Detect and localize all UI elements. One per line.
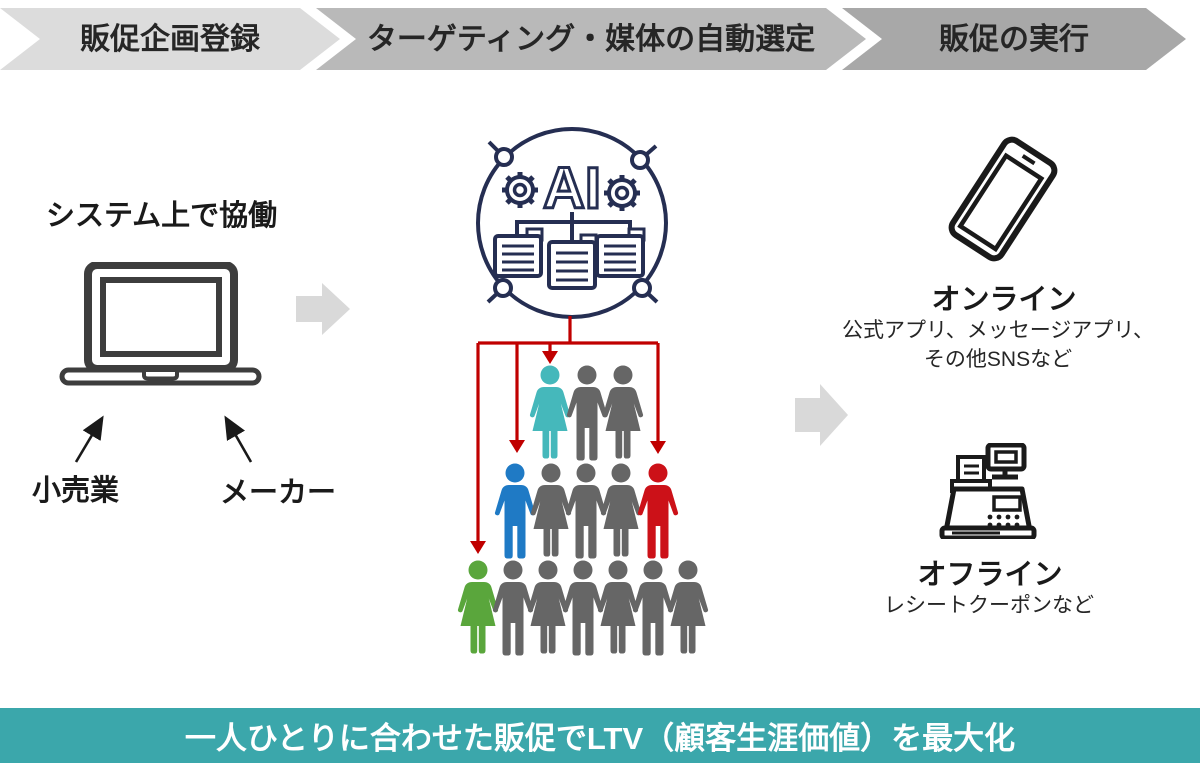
block-arrow-right-icon	[795, 384, 848, 446]
online-line-2: その他SNSなど	[923, 348, 1073, 371]
ai-network-icon: AI	[476, 127, 668, 319]
step-label-execution: 販促の実行	[939, 23, 1089, 56]
person-man-highlighted	[636, 462, 680, 559]
process-chevron-bar	[0, 8, 1186, 70]
chevron-step-2	[316, 8, 866, 70]
actor-arrows	[74, 415, 253, 463]
arrow-maker-to-laptop	[224, 415, 253, 463]
step-label-targeting: ターゲティング・媒体の自動選定	[366, 23, 816, 56]
laptop-icon	[59, 262, 262, 386]
online-line-1: 公式アプリ、メッセージアプリ、	[841, 319, 1155, 342]
offline-line-1: レシートクーポンなど	[884, 594, 1094, 617]
step-label-registration: 販促企画登録	[80, 23, 260, 56]
collaboration-title: システム上で協働	[46, 200, 278, 232]
chevron-step-3	[842, 8, 1186, 70]
cash-register-icon	[939, 443, 1037, 539]
person-woman	[601, 364, 645, 461]
offline-title: オフライン	[917, 559, 1063, 591]
arrow-retail-to-laptop	[74, 415, 104, 463]
online-title: オンライン	[931, 284, 1077, 316]
ltv-banner: 一人ひとりに合わせた販促でLTV（顧客生涯価値）を最大化	[0, 708, 1200, 763]
ai-label: AI	[543, 156, 601, 221]
block-arrow-right-icon	[296, 283, 350, 335]
chevron-step-1	[0, 8, 340, 70]
actor-label-retail: 小売業	[32, 475, 120, 507]
smartphone-icon	[948, 136, 1058, 262]
actor-label-maker: メーカー	[220, 477, 337, 509]
person-woman	[666, 559, 710, 656]
ltv-banner-text: 一人ひとりに合わせた販促でLTV（顧客生涯価値）を最大化	[184, 721, 1016, 756]
